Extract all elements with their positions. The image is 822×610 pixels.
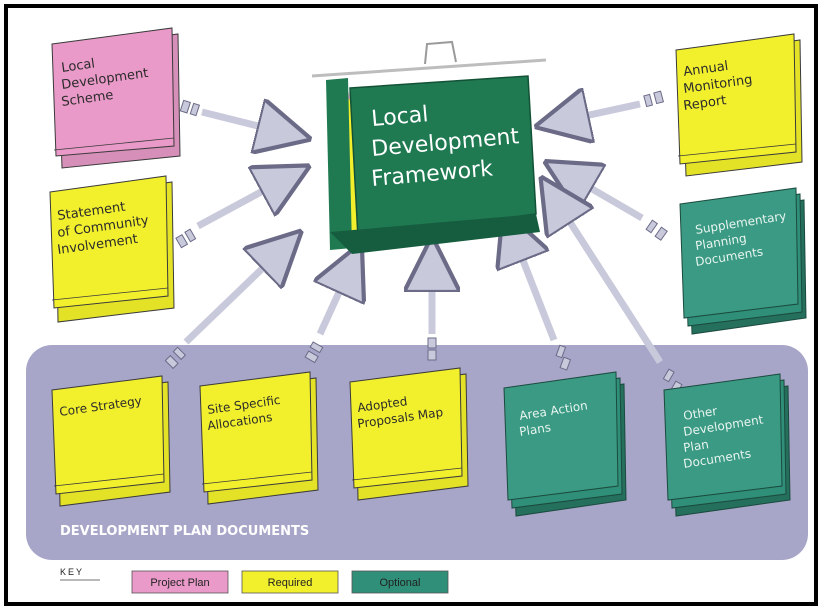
lds-line3: Scheme bbox=[60, 88, 114, 110]
arrow-sci bbox=[175, 172, 298, 249]
doc-area-action-plans: Area Action Plans bbox=[503, 371, 627, 517]
arrow-site bbox=[304, 255, 356, 364]
doc-statement-community-involvement: Statement of Community Involvement bbox=[49, 175, 175, 323]
key-label-project-plan: Project Plan bbox=[150, 577, 209, 589]
ldf-folder: Local Development Framework bbox=[311, 40, 547, 254]
key-title: KEY bbox=[60, 567, 84, 577]
key-label-optional: Optional bbox=[380, 577, 421, 589]
arrow-lds bbox=[179, 100, 298, 136]
amr-line3: Report bbox=[682, 93, 727, 114]
dpd-band-label: DEVELOPMENT PLAN DOCUMENTS bbox=[60, 524, 309, 539]
arrow-core bbox=[164, 240, 292, 370]
key-swatch-required bbox=[241, 570, 339, 594]
arrows bbox=[164, 91, 683, 395]
odpd-line1: Other bbox=[682, 404, 718, 423]
doc-adopted-proposals-map: Adopted Proposals Map bbox=[349, 367, 469, 501]
arrow-aap bbox=[508, 222, 572, 371]
ldf-title-line1: Local bbox=[370, 102, 429, 132]
apm-line1: Adopted bbox=[356, 394, 408, 415]
aap-line2: Plans bbox=[518, 420, 552, 439]
key-swatch-project-plan bbox=[131, 570, 229, 594]
doc-supplementary-planning-documents: Supplementary Planning Documents bbox=[679, 187, 807, 335]
arrow-amr bbox=[548, 91, 665, 124]
doc-other-development-plan-documents: Other Development Plan Documents bbox=[663, 373, 791, 517]
key-swatch-optional bbox=[351, 570, 449, 594]
doc-site-specific-allocations: Site Specific Allocations bbox=[199, 371, 319, 505]
doc-core-strategy: Core Strategy bbox=[51, 375, 171, 507]
amr-line1: Annual bbox=[682, 59, 729, 80]
doc-local-development-scheme: Local Development Scheme bbox=[51, 27, 181, 169]
odpd-line3: Plan bbox=[682, 437, 709, 455]
key: KEY Project Plan Required Optional bbox=[60, 567, 449, 594]
doc-annual-monitoring-report: Annual Monitoring Report bbox=[675, 33, 803, 177]
arrow-apm bbox=[428, 250, 436, 361]
lds-line1: Local bbox=[60, 56, 95, 76]
key-label-required: Required bbox=[268, 577, 313, 589]
